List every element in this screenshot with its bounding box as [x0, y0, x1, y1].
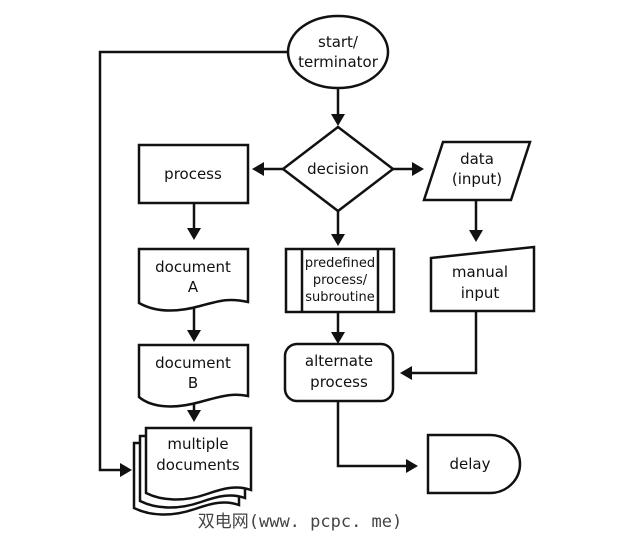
node-multiple-label-2: documents: [156, 456, 240, 474]
connectors: [98, 50, 483, 477]
arrowhead-multiple-docs: [120, 463, 132, 477]
node-manual-input[interactable]: manual input: [429, 245, 536, 313]
node-predefined-process[interactable]: predefined process/ subroutine: [284, 247, 396, 314]
node-data-label-2: (input): [452, 170, 502, 188]
node-delay-label: delay: [450, 455, 491, 473]
node-predefined-label-1: predefined: [305, 256, 375, 271]
node-doc-b-label-1: document: [155, 354, 231, 372]
edge-manual-to-alternate: [412, 311, 478, 375]
node-process[interactable]: process: [137, 143, 250, 205]
arrowhead-delay: [406, 459, 418, 473]
node-process-label: process: [164, 165, 222, 183]
node-manual-label-2: input: [461, 284, 500, 302]
arrowhead-alternate-from-predefined: [331, 332, 345, 344]
node-doc-b-label-2: B: [188, 374, 198, 392]
arrowhead-multiple-from-doc-b: [187, 410, 201, 422]
node-alternate-label-1: alternate: [305, 352, 373, 370]
node-document-a[interactable]: document A: [137, 247, 250, 312]
node-alternate-label-2: process: [310, 373, 368, 391]
edge-start-to-multiple-docs: [98, 50, 288, 472]
node-alternate-process[interactable]: alternate process: [283, 342, 395, 403]
arrowhead-doc-b: [187, 330, 201, 342]
node-multiple-documents[interactable]: multiple documents: [132, 426, 253, 516]
node-start-label-2: terminator: [298, 53, 379, 71]
node-predefined-label-2: process/: [313, 273, 368, 288]
arrowhead-process: [252, 162, 264, 176]
node-start-label-1: start/: [318, 33, 359, 51]
node-doc-a-label-1: document: [155, 258, 231, 276]
node-decision-label: decision: [307, 160, 369, 178]
node-multiple-label-1: multiple: [167, 435, 228, 453]
node-manual-label-1: manual: [452, 263, 508, 281]
node-data-label-1: data: [460, 150, 494, 168]
node-start-terminator[interactable]: start/ terminator: [286, 14, 390, 90]
node-data-input[interactable]: data (input): [422, 140, 532, 202]
node-delay[interactable]: delay: [426, 433, 522, 495]
arrowhead-alternate-from-manual: [400, 366, 412, 380]
node-doc-a-label-2: A: [188, 278, 199, 296]
node-document-b[interactable]: document B: [137, 343, 250, 408]
arrowhead-decision: [331, 114, 345, 126]
arrowhead-data: [412, 162, 424, 176]
arrowhead-doc-a: [187, 228, 201, 240]
watermark-text: 双电网(www. pcpc. me): [198, 512, 403, 532]
node-decision[interactable]: decision: [280, 125, 396, 213]
arrowhead-predefined: [331, 234, 345, 246]
arrowhead-manual: [469, 230, 483, 242]
node-predefined-label-3: subroutine: [305, 290, 374, 305]
edge-alternate-to-delay: [336, 401, 408, 468]
